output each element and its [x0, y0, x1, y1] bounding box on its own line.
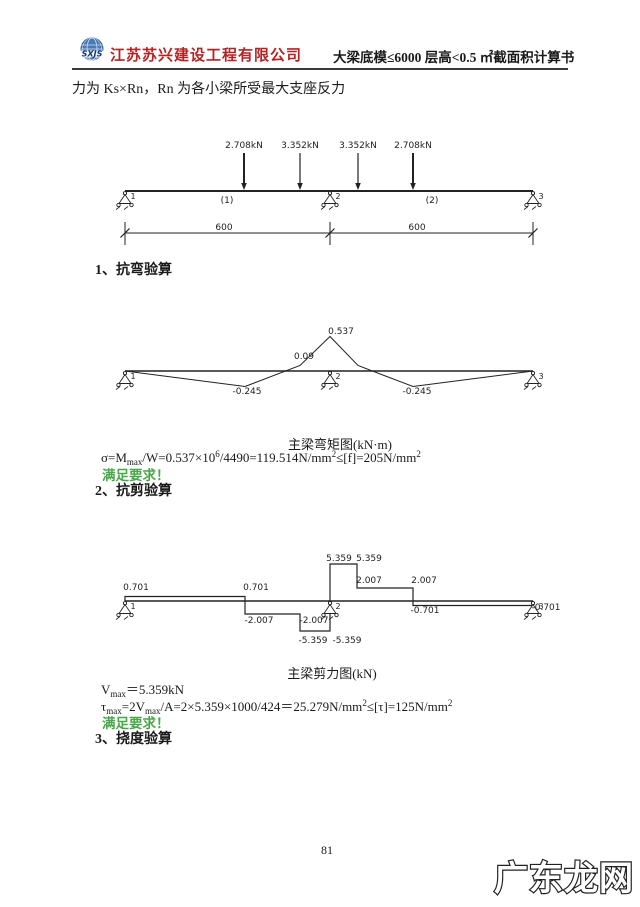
requirement-met-text-2: 满足要求！	[102, 716, 170, 731]
logo-text: SXJS	[82, 50, 103, 59]
diagram-value-label: 0.701	[243, 583, 269, 593]
page-number: 81	[321, 843, 333, 857]
shear-stress-formula: τmax=2Vmax/A=2×5.359×1000/424＝25.279N/mm…	[101, 698, 453, 716]
support-icon: 2	[320, 371, 341, 390]
intro-text: 力为 Ks×Rn，Rn 为各小梁所受最大支座反力	[72, 82, 346, 97]
support-icon: 3	[523, 601, 544, 620]
watermark-text: 广东龙网	[494, 859, 634, 899]
section-heading-deflection-check: 3、挠度验算	[95, 732, 172, 747]
diagram-value-label: 0.701	[123, 583, 149, 593]
requirement-met-text-1: 满足要求！	[102, 468, 170, 483]
diagram-value-label: -0.701	[531, 603, 560, 613]
vmax-value: Vmax＝5.359kN	[101, 682, 185, 699]
document-title: 大梁底模≤6000 层高<0.5 ㎡截面积计算书	[333, 50, 575, 65]
support-icon: 3	[523, 191, 544, 210]
dimension-tick	[120, 228, 130, 238]
load-arrow-icon	[355, 153, 361, 190]
support-number: 1	[131, 602, 136, 611]
support-number: 2	[336, 192, 341, 201]
diagram-value-label: (1)	[221, 196, 234, 206]
diagram-curve	[124, 335, 534, 388]
diagram-value-label: -0.701	[410, 606, 439, 616]
diagram-value-label: 2.708kN	[394, 141, 432, 151]
shear-diagram: 1 2 3 0.701 0.701 -2.007 -2.007 -5.359 -5.359 5.3…	[115, 554, 561, 646]
bending-stress-formula: σ=Mmax/W=0.537×106/4490=119.514N/mm2≤[f]…	[101, 449, 421, 467]
support-number: 3	[539, 602, 544, 611]
dimension-tick	[325, 228, 335, 238]
diagram-value-label: -0.245	[402, 387, 431, 397]
diagram-curve	[124, 563, 534, 632]
support-number: 2	[336, 602, 341, 611]
diagram-value-label: 2.708kN	[225, 141, 263, 151]
diagram-value-label: 0.537	[328, 327, 354, 337]
watermark: 广东龙网	[493, 858, 634, 900]
load-arrow-icon	[410, 153, 416, 190]
moment-diagram-caption: 主梁弯矩图(kN·m)	[288, 437, 392, 452]
diagram-value-label: -5.359	[298, 636, 327, 646]
support-icon: 1	[115, 191, 136, 210]
support-number: 3	[539, 192, 544, 201]
diagram-value-label: -0.245	[232, 387, 261, 397]
diagram-value-label: 2.007	[356, 576, 382, 586]
support-icon: 2	[320, 601, 341, 620]
section-heading-bending-check: 1、抗弯验算	[95, 263, 172, 278]
support-icon: 3	[523, 371, 544, 390]
support-icon: 1	[115, 371, 136, 390]
support-number: 1	[131, 192, 136, 201]
company-logo-globe-icon: SXJS	[79, 37, 105, 61]
support-number: 1	[131, 372, 136, 381]
diagram-value-label: -5.359	[332, 636, 361, 646]
diagram-value-label: -2.007	[299, 616, 328, 626]
support-icon: 1	[115, 601, 136, 620]
shear-diagram-caption: 主梁剪力图(kN)	[287, 666, 377, 681]
diagram-value-label: 3.352kN	[281, 141, 319, 151]
diagram-value-label: 2.007	[411, 576, 437, 586]
section-heading-shear-check: 2、抗剪验算	[95, 484, 172, 499]
support-number: 2	[336, 372, 341, 381]
load-arrow-icon	[241, 153, 247, 190]
diagram-value-label: 5.359	[326, 554, 352, 564]
moment-diagram: 1 2 3 0.537 0.09 -0.245 -0.245	[115, 327, 544, 397]
diagram-value-label: (2)	[426, 196, 439, 206]
company-name: 江苏苏兴建设工程有限公司	[110, 48, 303, 64]
support-icon: 2	[320, 191, 341, 210]
diagram-value-label: 600	[215, 223, 232, 233]
header-divider	[72, 68, 568, 70]
diagram-value-label: 5.359	[356, 554, 382, 564]
diagram-value-label: 600	[408, 223, 425, 233]
beam-diagram: 1 2 3 2.708kN 3.352kN 3.352kN 2.708kN (1) (2) 600…	[115, 141, 544, 245]
support-number: 3	[539, 372, 544, 381]
diagram-value-label: 3.352kN	[339, 141, 377, 151]
diagram-value-label: 0.09	[294, 352, 314, 362]
diagram-value-label: -2.007	[244, 616, 273, 626]
load-arrow-icon	[297, 153, 303, 190]
dimension-tick	[528, 228, 538, 238]
